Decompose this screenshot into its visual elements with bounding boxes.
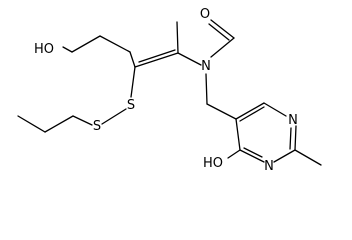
atom-nitrogen-ring-upper: N xyxy=(288,113,298,128)
atom-sulfur-left: S xyxy=(127,98,135,113)
molecule-svg: HO N O S S N N HO xyxy=(17,7,322,174)
ring-c2-n3 xyxy=(273,149,296,163)
bond-cho-o xyxy=(210,19,235,39)
bond-ch2-ch2 xyxy=(71,35,101,53)
atom-oxygen-formyl: O xyxy=(200,7,210,22)
bond-c3-c2-double xyxy=(138,49,176,63)
atom-nitrogen-ring-lower: N xyxy=(264,159,274,174)
ring-c5-c6-double xyxy=(239,106,265,122)
bond-ch2-ch3-propyl xyxy=(17,115,46,133)
ring-c6-n1 xyxy=(263,102,287,117)
ring-n3-c4 xyxy=(239,149,265,163)
bond-cho-o-double xyxy=(208,23,230,41)
bond-ch2-ring xyxy=(206,103,237,120)
bond-c2-n xyxy=(177,52,202,66)
bonds xyxy=(17,19,322,166)
ring-c5-c6 xyxy=(235,102,265,120)
atom-hydroxyl-top: HO xyxy=(34,42,54,57)
structure-diagram: HO N O S S N N HO xyxy=(17,7,322,174)
atom-labels: HO N O S S N N HO xyxy=(34,7,298,174)
bond-ho-ch2 xyxy=(62,46,73,53)
bond-ch2-ch2b xyxy=(99,35,131,53)
atom-hydroxyl-ring: HO xyxy=(203,156,223,171)
bond-c2-methyl-ring xyxy=(294,149,322,166)
bond-c3-s xyxy=(130,66,136,98)
atom-nitrogen-amide: N xyxy=(201,59,211,74)
bond-c4-oh xyxy=(227,149,241,159)
bond-c3-c2 xyxy=(134,52,179,68)
ring-n1-c2 xyxy=(294,125,297,151)
ring-c4-c5 xyxy=(235,118,241,151)
ring-n1-c2-double xyxy=(289,127,292,150)
bond-s-ch2 xyxy=(72,115,93,126)
bond-s-s xyxy=(101,108,127,125)
bond-c2-methyl xyxy=(176,21,179,54)
bond-n-ch2 xyxy=(205,73,208,105)
bond-ch2-ch2-propyl xyxy=(44,115,74,133)
bond-n-cho xyxy=(210,37,235,58)
ring-n3-c4-double xyxy=(243,147,263,158)
bond-ch2-c3 xyxy=(129,51,136,68)
atom-sulfur-right: S xyxy=(93,119,101,134)
